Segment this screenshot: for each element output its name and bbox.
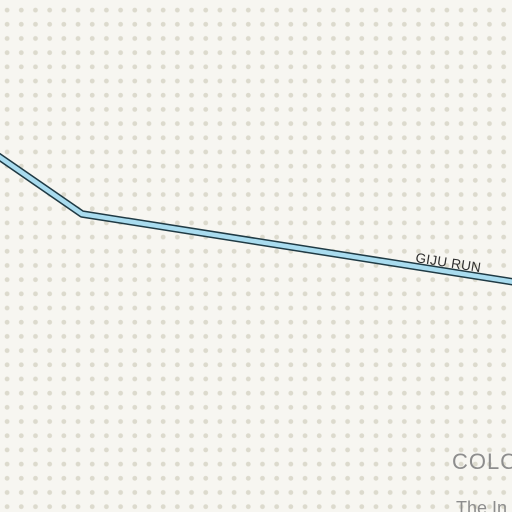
road-fill [0,154,512,284]
area-label: COLO [452,449,512,474]
poi-label: The In [456,498,508,512]
